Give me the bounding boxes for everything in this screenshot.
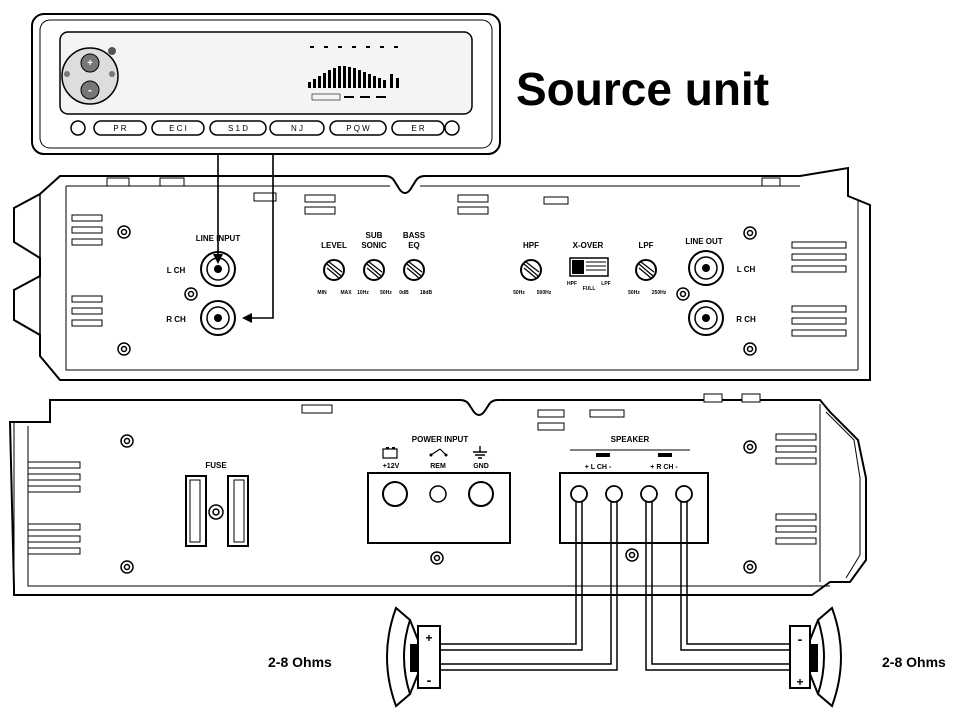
line-input-lch-label: L CH bbox=[167, 266, 186, 275]
volume-knob: + - bbox=[61, 47, 119, 105]
svg-text:-: - bbox=[88, 83, 92, 97]
sub-sonic-label-1: SUB bbox=[366, 231, 383, 240]
speaker-terminal-block bbox=[559, 472, 709, 544]
hpf-knob[interactable] bbox=[520, 259, 542, 281]
xover-switch[interactable] bbox=[569, 257, 609, 277]
speaker-lch-plus-terminal[interactable] bbox=[570, 485, 588, 503]
line-input-rch-jack[interactable] bbox=[200, 300, 236, 336]
xover-full-label: FULL bbox=[583, 286, 596, 292]
power-12v-label: +12V bbox=[383, 463, 400, 470]
sub-sonic-hi-label: 50Hz bbox=[380, 290, 392, 296]
rca-cables bbox=[213, 154, 274, 323]
bass-eq-label-2: EQ bbox=[408, 241, 420, 250]
preset-button-5-label: P Q W bbox=[346, 124, 370, 133]
preset-button-4[interactable] bbox=[269, 120, 325, 136]
right-speaker-plus: + bbox=[796, 675, 803, 689]
power-rem-terminal[interactable] bbox=[429, 485, 447, 503]
preset-buttons: P R E C I S 1 D N J P Q W E R bbox=[70, 120, 460, 136]
preset-button-3[interactable] bbox=[209, 120, 267, 136]
hpf-label: HPF bbox=[523, 241, 539, 250]
preset-button-1[interactable] bbox=[93, 120, 147, 136]
bass-eq-lo-label: 0dB bbox=[399, 290, 409, 296]
fuse-holder bbox=[185, 475, 249, 547]
line-out-rch-jack[interactable] bbox=[688, 300, 724, 336]
amp-bottom-panel: FUSE POWER INPUT +12V REM GND SPEAKER + … bbox=[8, 393, 867, 596]
speaker-wires bbox=[436, 502, 790, 671]
preset-button-5[interactable] bbox=[329, 120, 387, 136]
left-speaker-minus: - bbox=[427, 672, 432, 688]
power-input-label: POWER INPUT bbox=[412, 435, 469, 444]
speaker-rch-minus-terminal[interactable] bbox=[675, 485, 693, 503]
speaker-lch-minus-terminal[interactable] bbox=[605, 485, 623, 503]
right-speaker-ohms: 2-8 Ohms bbox=[882, 654, 946, 670]
speaker-rch-label: + R CH - bbox=[650, 464, 678, 471]
bass-eq-hi-label: 18dB bbox=[420, 290, 433, 296]
hpf-hi-label: 500Hz bbox=[537, 290, 552, 296]
line-input-rch-label: R CH bbox=[166, 315, 186, 324]
level-max-label: MAX bbox=[340, 290, 352, 296]
level-min-label: MIN bbox=[317, 290, 327, 296]
lpf-knob[interactable] bbox=[635, 259, 657, 281]
preset-button-1-label: P R bbox=[113, 124, 126, 133]
left-speaker bbox=[386, 606, 441, 708]
level-label: LEVEL bbox=[321, 241, 347, 250]
left-speaker-ohms: 2-8 Ohms bbox=[268, 654, 332, 670]
preset-button-2-label: E C I bbox=[169, 124, 187, 133]
power-rem-label: REM bbox=[430, 463, 446, 470]
right-speaker-minus: - bbox=[798, 631, 803, 647]
lpf-lo-label: 50Hz bbox=[628, 290, 640, 296]
xover-hpf-label: HPF bbox=[567, 281, 577, 287]
left-speaker-plus: + bbox=[425, 631, 432, 645]
speaker-lch-label: + L CH - bbox=[585, 464, 612, 471]
preset-button-6-label: E R bbox=[411, 124, 425, 133]
preset-button-2[interactable] bbox=[151, 120, 205, 136]
line-out-lch-jack[interactable] bbox=[688, 250, 724, 286]
battery-icon bbox=[382, 447, 398, 459]
right-speaker bbox=[789, 606, 842, 708]
eq-bars bbox=[308, 66, 399, 88]
preset-button-4-label: N J bbox=[291, 124, 303, 133]
bass-eq-knob[interactable] bbox=[403, 259, 425, 281]
speaker-rch-plus-terminal[interactable] bbox=[640, 485, 658, 503]
remote-switch-icon bbox=[429, 448, 448, 457]
line-out-lch-label: L CH bbox=[737, 265, 756, 274]
bass-eq-label-1: BASS bbox=[403, 231, 426, 240]
svg-text:+: + bbox=[87, 58, 93, 69]
power-12v-terminal[interactable] bbox=[382, 481, 408, 507]
speaker-label: SPEAKER bbox=[611, 435, 650, 444]
preset-button-3-label: S 1 D bbox=[228, 124, 248, 133]
source-unit: + - bbox=[31, 13, 501, 155]
line-out-rch-label: R CH bbox=[736, 315, 756, 324]
lpf-hi-label: 250Hz bbox=[652, 290, 667, 296]
xover-label: X-OVER bbox=[573, 241, 604, 250]
fuse-label: FUSE bbox=[205, 461, 227, 470]
sub-sonic-lo-label: 10Hz bbox=[357, 290, 369, 296]
ground-icon bbox=[473, 446, 487, 459]
xover-lpf-label: LPF bbox=[601, 281, 610, 287]
preset-button-6[interactable] bbox=[391, 120, 445, 136]
sub-sonic-label-2: SONIC bbox=[361, 241, 387, 250]
amp-top-panel: LINE INPUT L CH R CH LEVEL MIN MAX SUB S… bbox=[13, 166, 871, 381]
lpf-label: LPF bbox=[638, 241, 653, 250]
power-gnd-label: GND bbox=[473, 463, 489, 470]
line-out-label: LINE OUT bbox=[685, 237, 722, 246]
sub-sonic-knob[interactable] bbox=[363, 259, 385, 281]
level-knob[interactable] bbox=[323, 259, 345, 281]
hpf-lo-label: 50Hz bbox=[513, 290, 525, 296]
power-gnd-terminal[interactable] bbox=[468, 481, 494, 507]
source-unit-title: Source unit bbox=[516, 63, 769, 115]
